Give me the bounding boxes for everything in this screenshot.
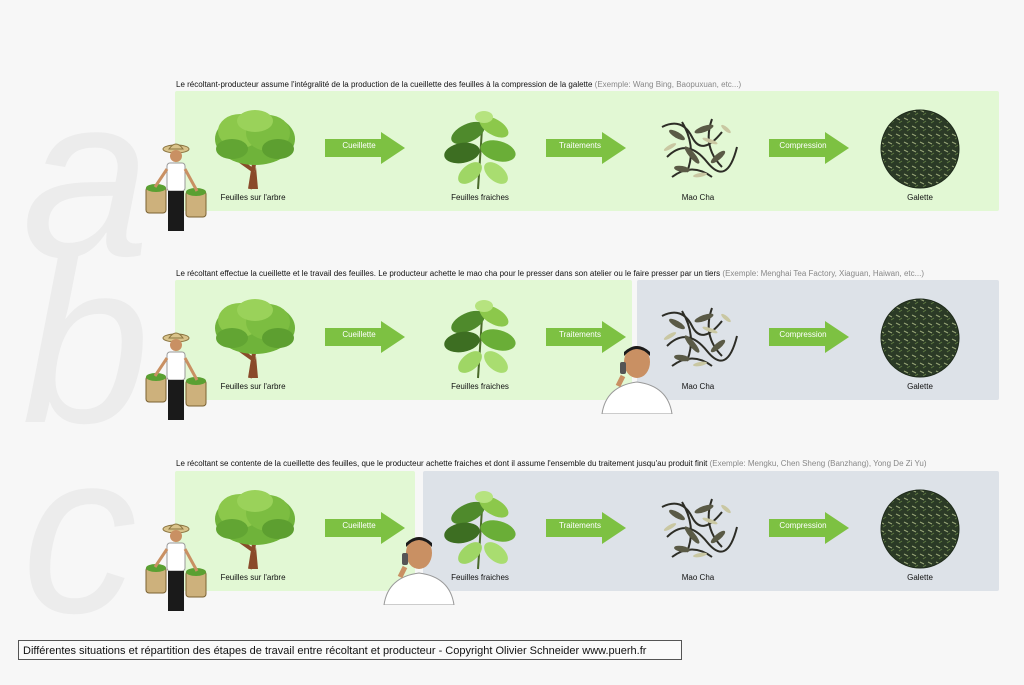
row-letter-c: c <box>22 404 137 661</box>
row-c-harvester-icon <box>145 519 207 624</box>
row-a-caption-tree: Feuilles sur l'arbre <box>220 193 286 202</box>
row-c-caption-maocha: Mao Cha <box>681 573 715 582</box>
row-a-mao-cha-icon <box>652 107 742 194</box>
row-b-arrow-cueillette-label: Cueillette <box>342 330 376 339</box>
row-c-arrow-traitements-label: Traitements <box>559 521 601 530</box>
row-b-harvester-icon <box>145 328 207 433</box>
row-c-example: (Exemple: Mengku, Chen Sheng (Banzhang),… <box>709 459 927 468</box>
row-b-tree-icon <box>210 298 300 385</box>
row-a-arrow-compression-label: Compression <box>779 141 827 150</box>
row-a-galette-icon <box>879 108 961 195</box>
row-b-title: Le récoltant effectue la cueillette et l… <box>176 269 924 278</box>
row-a-caption-leaves: Feuilles fraiches <box>451 193 509 202</box>
row-a-caption-galette: Galette <box>907 193 933 202</box>
row-a-title: Le récoltant-producteur assume l'intégra… <box>176 80 742 89</box>
row-c-arrow-cueillette-label: Cueillette <box>342 521 376 530</box>
row-b-caption-maocha: Mao Cha <box>681 382 715 391</box>
row-a-caption-maocha: Mao Cha <box>681 193 715 202</box>
row-a-arrow-traitements: Traitements <box>546 132 626 164</box>
row-b-arrow-traitements: Traitements <box>546 321 626 353</box>
row-c-arrow-compression: Compression <box>769 512 849 544</box>
row-c-caption-tree: Feuilles sur l'arbre <box>220 573 286 582</box>
row-c-producer-icon <box>380 533 458 610</box>
row-letter-a: a <box>22 48 150 305</box>
row-c-arrow-cueillette: Cueillette <box>325 512 405 544</box>
row-b-caption-tree: Feuilles sur l'arbre <box>220 382 286 391</box>
row-a-arrow-cueillette: Cueillette <box>325 132 405 164</box>
row-b-mao-cha-icon <box>652 296 742 383</box>
row-a-tree-icon <box>210 109 300 196</box>
row-c-arrow-compression-label: Compression <box>779 521 827 530</box>
row-b-galette-icon <box>879 297 961 384</box>
row-b-arrow-compression: Compression <box>769 321 849 353</box>
row-a-example: (Exemple: Wang Bing, Baopuxuan, etc...) <box>594 80 742 89</box>
row-letter-b: b <box>22 214 150 471</box>
row-b-producer-icon <box>598 342 676 419</box>
row-c-arrow-traitements: Traitements <box>546 512 626 544</box>
row-c-caption-galette: Galette <box>907 573 933 582</box>
row-a-harvester-icon <box>145 139 207 244</box>
row-b-arrow-compression-label: Compression <box>779 330 827 339</box>
row-c-tree-icon <box>210 489 300 576</box>
row-a-arrow-compression: Compression <box>769 132 849 164</box>
row-a-arrow-traitements-label: Traitements <box>559 141 601 150</box>
row-b-caption-leaves: Feuilles fraiches <box>451 382 509 391</box>
row-c-mao-cha-icon <box>652 487 742 574</box>
row-b-arrow-traitements-label: Traitements <box>559 330 601 339</box>
row-a-fresh-leaves-icon <box>440 109 520 196</box>
row-b-fresh-leaves-icon <box>440 298 520 385</box>
footer-caption: Différentes situations et répartition de… <box>18 640 682 660</box>
row-c-galette-icon <box>879 488 961 575</box>
row-c-title: Le récoltant se contente de la cueillett… <box>176 459 927 468</box>
row-c-caption-leaves: Feuilles fraiches <box>451 573 509 582</box>
row-b-caption-galette: Galette <box>907 382 933 391</box>
row-b-arrow-cueillette: Cueillette <box>325 321 405 353</box>
row-a-arrow-cueillette-label: Cueillette <box>342 141 376 150</box>
row-b-example: (Exemple: Menghai Tea Factory, Xiaguan, … <box>722 269 924 278</box>
row-c-fresh-leaves-icon <box>440 489 520 576</box>
